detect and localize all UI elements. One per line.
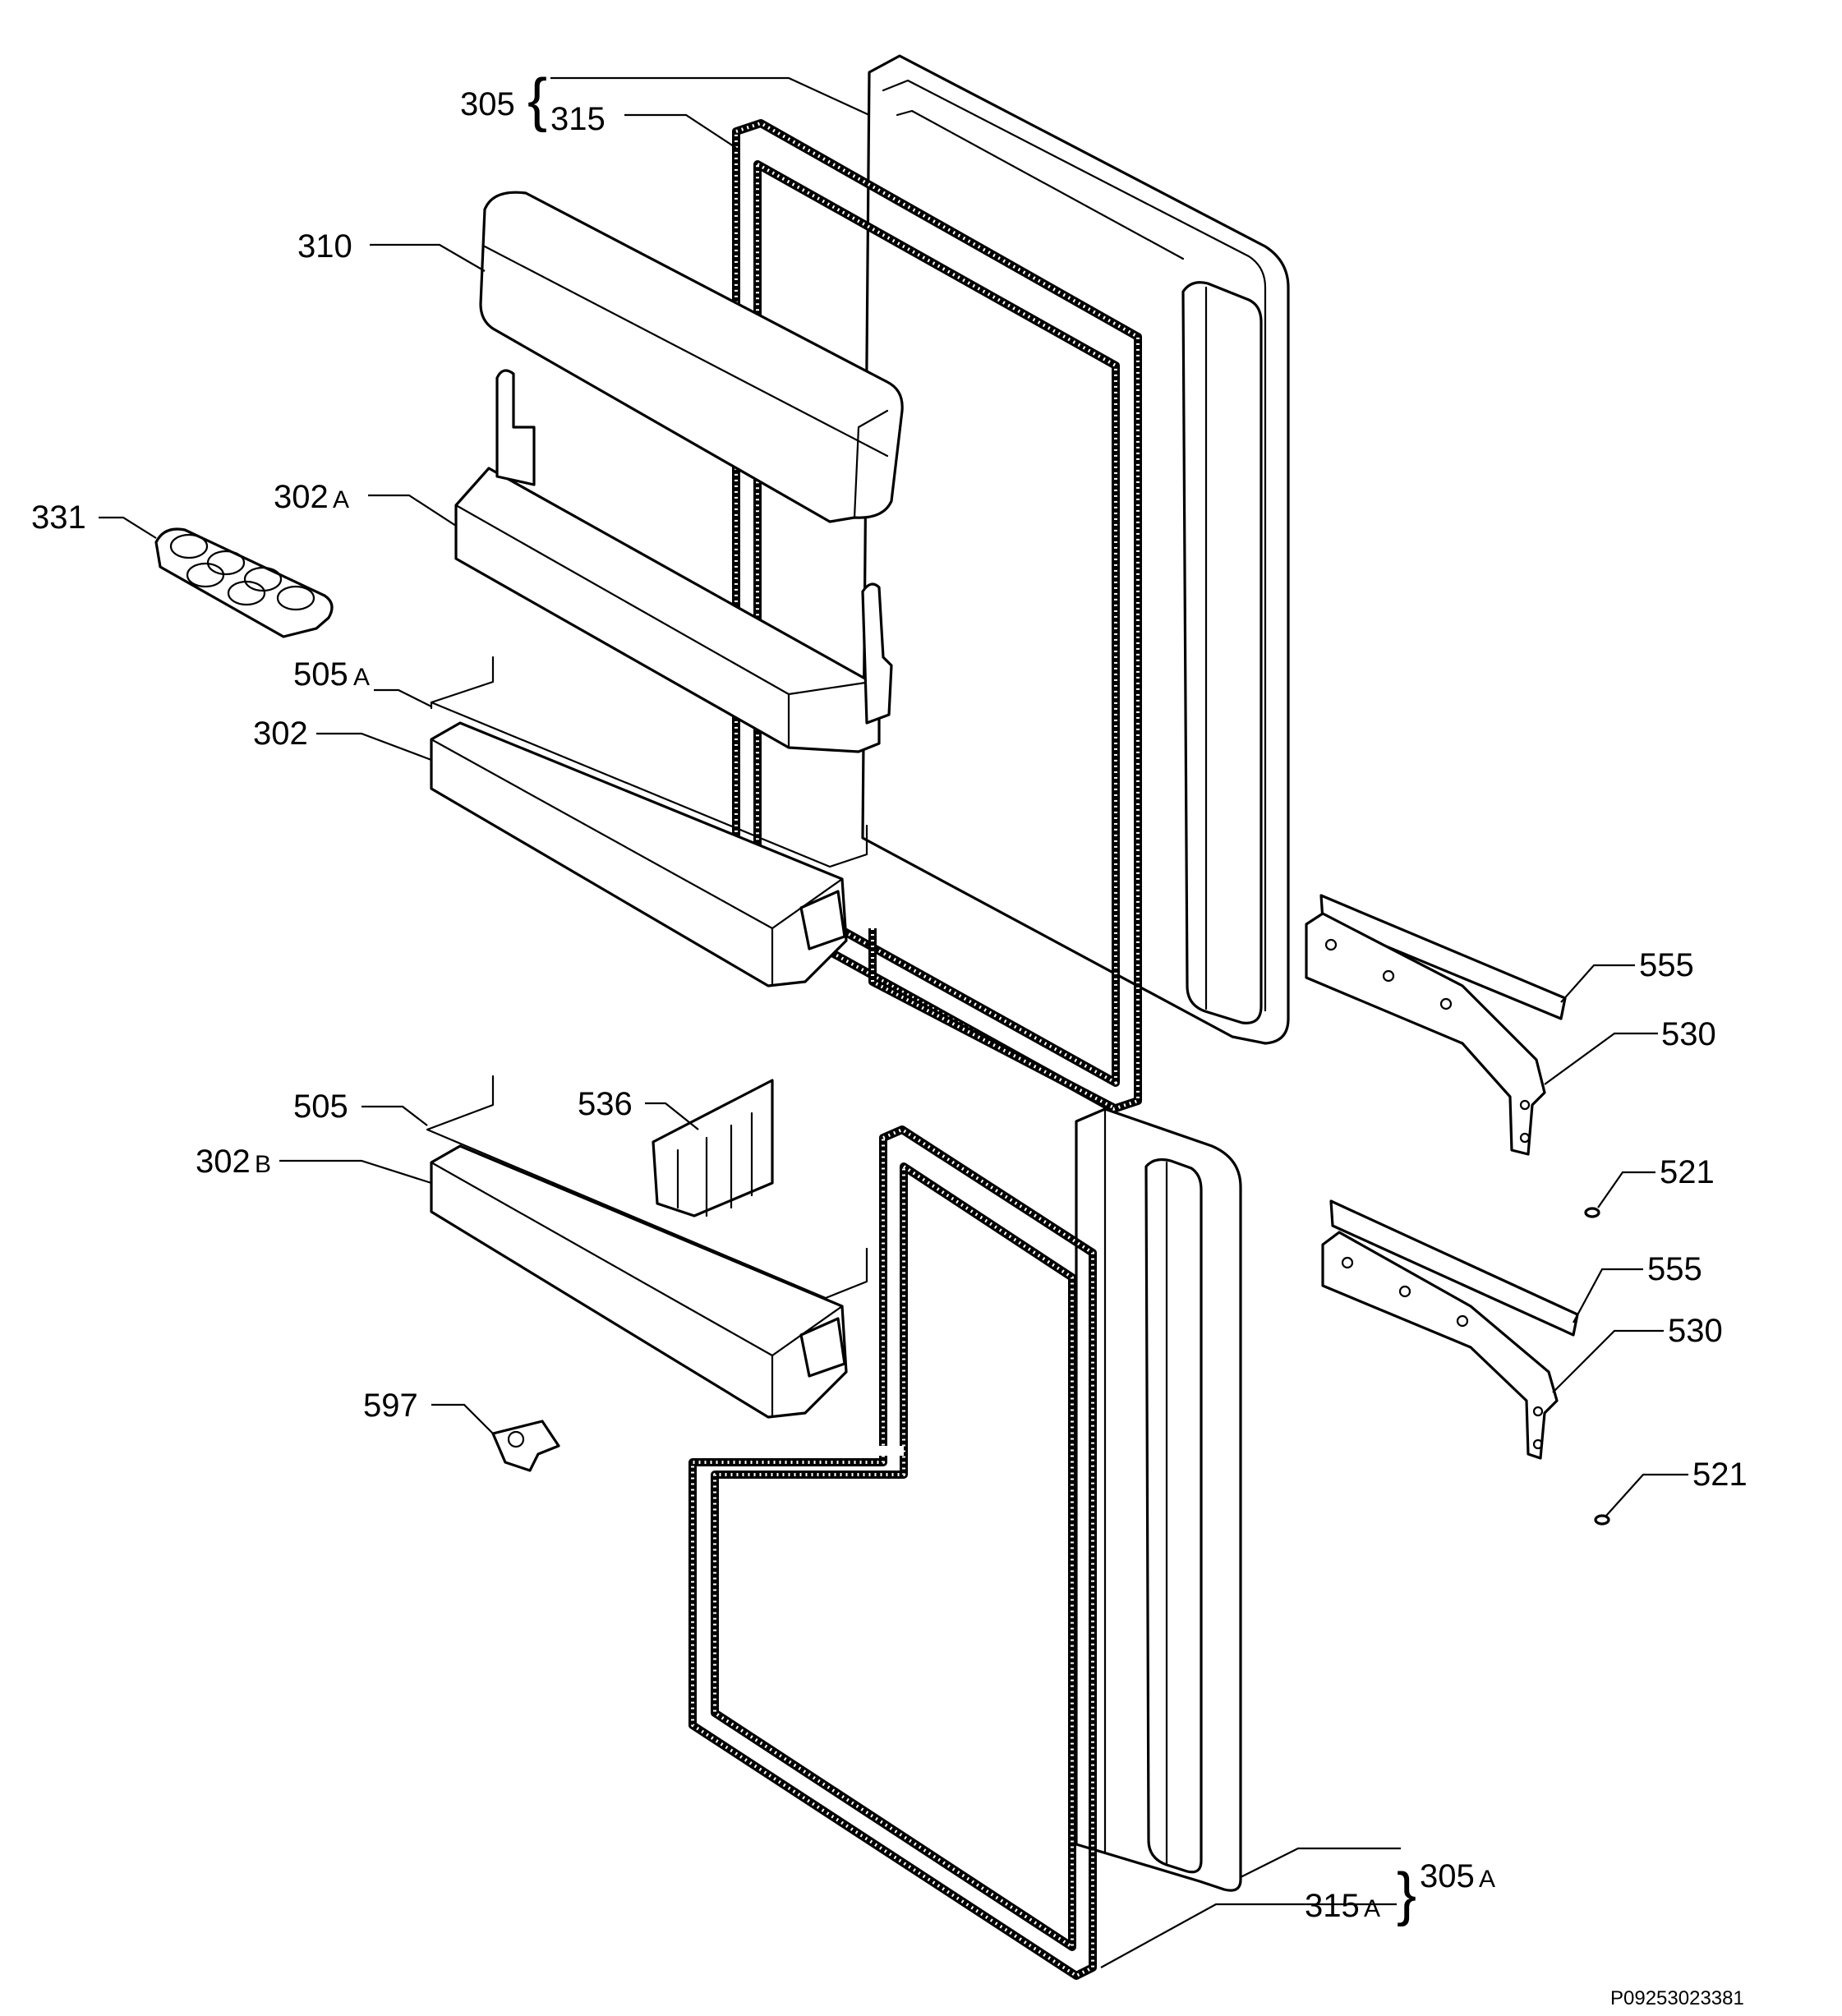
- hinge-530-lower: [1321, 1231, 1559, 1460]
- label-305: 305: [460, 86, 515, 122]
- label-536: 536: [578, 1086, 633, 1122]
- hinge-530-upper: [1305, 912, 1546, 1156]
- balcony-302B: [430, 1144, 848, 1419]
- label-521-upper: 521: [1660, 1154, 1715, 1190]
- screw-521-upper: [1584, 1207, 1600, 1218]
- label-530-upper: 530: [1661, 1016, 1716, 1052]
- label-315A: 315: [1305, 1888, 1360, 1924]
- label-555-upper: 555: [1639, 947, 1694, 983]
- upper-gasket-lower-edge: [868, 928, 1116, 1112]
- part-labels: 305 { 315 310 302 A 331 505 A 302 555 53…: [31, 67, 1748, 2009]
- label-305A-sub: A: [1479, 1866, 1495, 1893]
- cover-310: [479, 191, 904, 523]
- balcony-302A: [454, 369, 893, 753]
- lower-door-305A: [1075, 1107, 1242, 1892]
- label-505: 505: [293, 1089, 348, 1125]
- label-521-lower: 521: [1692, 1457, 1748, 1493]
- label-331: 331: [31, 499, 86, 536]
- label-310: 310: [297, 228, 352, 265]
- label-505A-sub: A: [353, 664, 370, 691]
- label-597: 597: [363, 1388, 418, 1424]
- rail-505: [426, 1075, 868, 1300]
- clip-597: [491, 1420, 560, 1472]
- drawing-code: P09253023381: [1610, 1987, 1744, 2009]
- label-315A-sub: A: [1364, 1895, 1380, 1922]
- egg-tray-331: [154, 527, 334, 638]
- label-305A: 305: [1420, 1858, 1475, 1894]
- cover-555-lower: [1329, 1199, 1579, 1337]
- rail-505A: [430, 656, 868, 868]
- label-315: 315: [550, 101, 606, 137]
- screw-521-lower: [1594, 1514, 1610, 1526]
- divider-536: [652, 1079, 774, 1217]
- brace-305: {: [527, 67, 547, 133]
- label-530-lower: 530: [1668, 1313, 1723, 1349]
- brace-305A: }: [1397, 1862, 1416, 1927]
- label-555-lower: 555: [1647, 1251, 1702, 1287]
- label-505A: 505: [293, 656, 348, 693]
- label-302A-sub: A: [333, 486, 349, 513]
- lower-gasket-315A: [674, 1125, 1097, 1980]
- balcony-302: [430, 721, 848, 987]
- leader-lines: [99, 76, 1688, 1968]
- label-302A: 302: [274, 479, 329, 515]
- label-302: 302: [253, 716, 308, 752]
- upper-door-305: [861, 54, 1290, 1045]
- label-302B-sub: B: [255, 1151, 271, 1178]
- label-302B: 302: [196, 1144, 251, 1180]
- cover-555-upper: [1319, 894, 1567, 1020]
